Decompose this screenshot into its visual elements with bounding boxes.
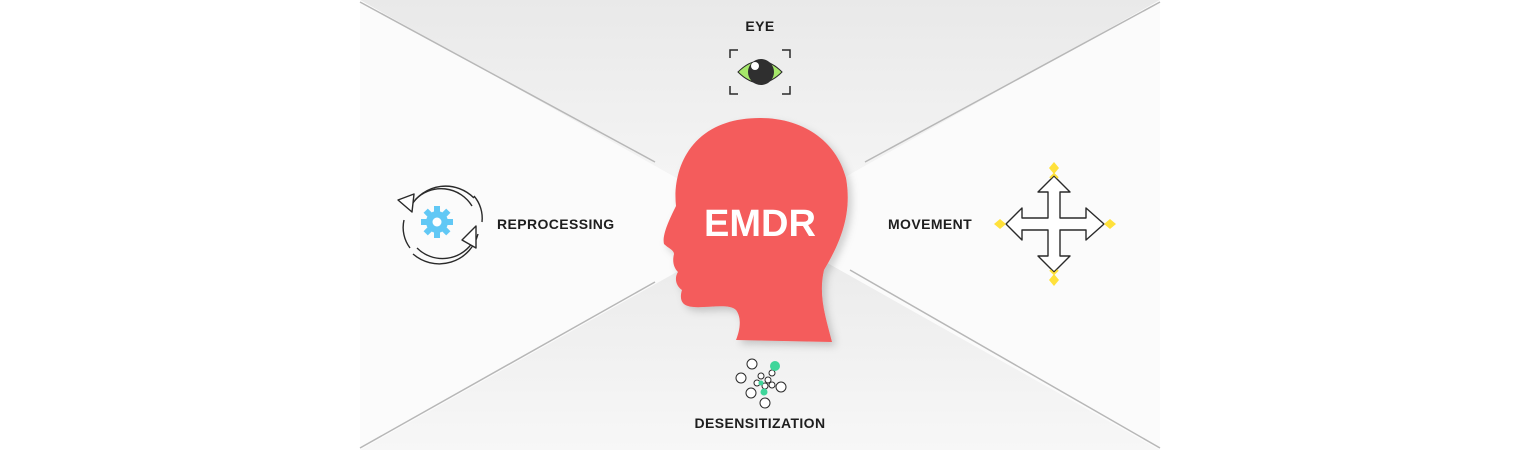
head-silhouette-icon [663, 118, 848, 342]
node-reprocessing: REPROCESSING [397, 185, 615, 265]
reprocessing-label: REPROCESSING [497, 216, 615, 232]
divider-bottom-left [359, 281, 656, 449]
divider-top-left [359, 1, 656, 163]
panel-top [360, 0, 1160, 225]
eye-label: EYE [745, 18, 774, 34]
node-desensitization: DESENSITIZATION [695, 358, 826, 431]
cycle-gear-icon [397, 185, 483, 265]
node-eye: EYE [729, 18, 791, 95]
network-dots-icon [735, 358, 787, 409]
center-title: EMDR [704, 203, 816, 245]
panel-left [360, 0, 760, 450]
movement-label: MOVEMENT [888, 216, 972, 232]
four-way-arrow-icon [994, 162, 1116, 286]
center-head [663, 118, 848, 342]
desensitization-label: DESENSITIZATION [695, 415, 826, 431]
divider-bottom-right [849, 269, 1161, 449]
node-movement: MOVEMENT [888, 162, 1116, 286]
panel-right [760, 0, 1160, 450]
eye-icon [729, 49, 791, 95]
divider-top-right [864, 1, 1161, 163]
